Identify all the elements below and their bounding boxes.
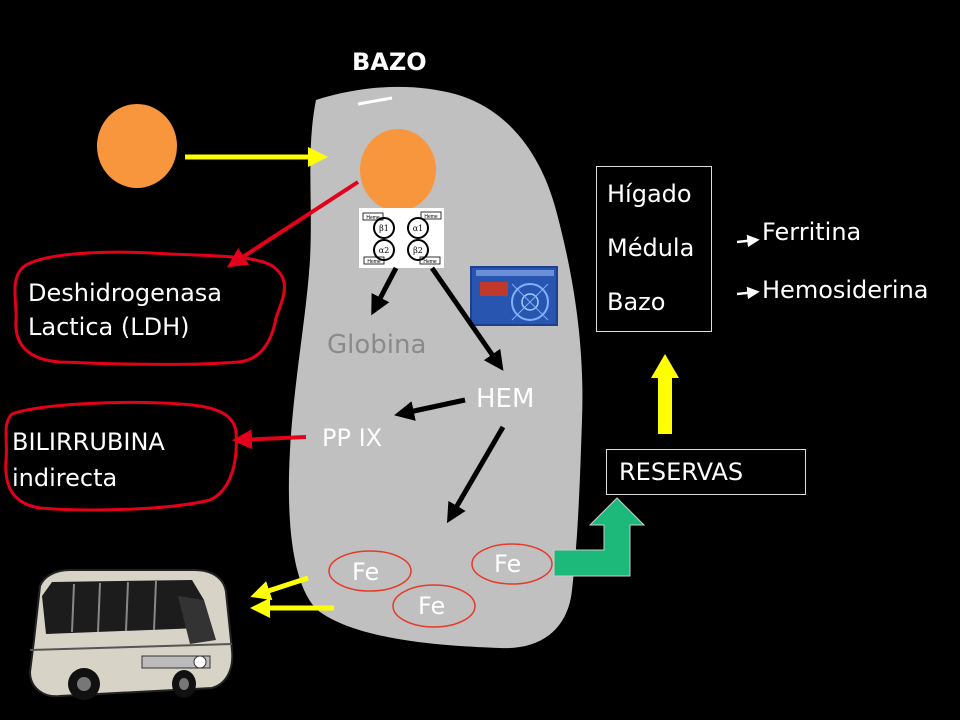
spleen-notch <box>357 96 393 106</box>
svg-text:α1: α1 <box>413 224 424 233</box>
label-bilirrubina-line1: BILIRRUBINA <box>12 428 165 456</box>
red-cell-spleen <box>360 129 436 211</box>
arrow-hem-to-fe <box>446 425 506 524</box>
bilirrubina-outline <box>4 400 238 512</box>
label-ldh: Deshidrogenasa Lactica (LDH) <box>28 276 222 344</box>
arrow-reservas-to-organs <box>651 354 679 434</box>
reservas-box: RESERVAS <box>606 449 806 495</box>
fe-ellipse-bottom <box>392 584 476 628</box>
label-bilirrubina-line2: indirecta <box>12 464 118 492</box>
arrow-hb-to-hem <box>429 266 504 371</box>
label-globina: Globina <box>327 330 427 360</box>
organ-higado: Hígado <box>607 180 692 208</box>
label-ldh-line2: Lactica (LDH) <box>28 313 190 341</box>
organ-bazo: Bazo <box>607 288 666 316</box>
label-fe-right: Fe <box>494 550 522 578</box>
arrow-to-ferritina <box>736 234 760 248</box>
fe-ellipse-right <box>471 543 553 585</box>
arrow-fe-to-reservas <box>553 497 646 577</box>
label-fe-left: Fe <box>352 558 380 586</box>
label-pp-ix: PP IX <box>322 424 383 452</box>
arrow-hb-to-globina <box>371 266 399 316</box>
ldh-outline <box>13 250 286 366</box>
label-fe-bottom: Fe <box>418 592 446 620</box>
label-hem: HEM <box>476 384 535 414</box>
organs-box: Hígado Médula Bazo <box>596 166 712 332</box>
svg-text:Heme: Heme <box>423 259 437 265</box>
label-hemosiderina: Hemosiderina <box>762 276 929 304</box>
label-bilirrubina: BILIRRUBINA indirecta <box>12 424 165 496</box>
arrow-ppix-to-bilirrubina <box>232 429 307 450</box>
organ-medula: Médula <box>607 234 695 262</box>
arrow-cell-to-ldh <box>226 180 360 268</box>
svg-text:Heme: Heme <box>367 259 381 265</box>
fe-ellipse-left <box>328 550 412 592</box>
arrow-fe-to-bus-upper <box>250 575 309 601</box>
label-ferritina: Ferritina <box>762 218 862 246</box>
label-ldh-line1: Deshidrogenasa <box>28 279 223 307</box>
arrow-to-hemosiderina <box>736 286 760 300</box>
svg-text:β2: β2 <box>413 246 423 255</box>
heme-group-illustration <box>470 266 558 326</box>
svg-text:β1: β1 <box>379 224 389 233</box>
hemoglobin-structure-image: Heme Heme Heme Heme α1 β1 α2 β2 <box>359 208 444 268</box>
svg-text:α2: α2 <box>379 246 390 255</box>
diagram-title: BAZO <box>352 48 427 76</box>
red-cell-circulating <box>97 104 177 188</box>
arrow-hem-to-ppix <box>394 397 466 421</box>
svg-text:Heme: Heme <box>424 214 438 220</box>
svg-text:Heme: Heme <box>366 215 380 221</box>
transport-bus-illustration <box>28 569 234 700</box>
